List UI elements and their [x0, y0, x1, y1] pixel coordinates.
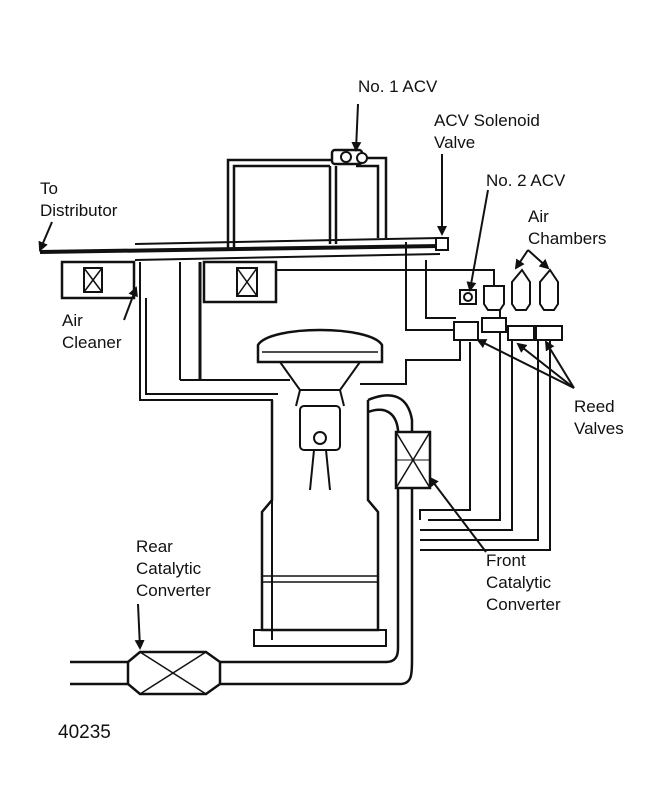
label-no1-acv: No. 1 ACV [358, 77, 438, 96]
distributor-vacuum-line [39, 237, 441, 261]
air-chamber-2 [507, 268, 535, 341]
rear-catalytic-converter [126, 650, 222, 696]
air-chamber-3 [535, 268, 563, 341]
air-chamber-1 [481, 285, 507, 333]
acv-solenoid-valve [435, 237, 449, 251]
intake-duct [139, 262, 480, 640]
no1-acv-hose-loop [226, 156, 388, 248]
label-air-cleaner: Air Cleaner [62, 311, 122, 352]
exhaust-manifold [367, 394, 414, 660]
label-acv-solenoid-valve: ACV Solenoid Valve [434, 111, 545, 152]
figure-number: 40235 [58, 722, 111, 743]
no2-acv-valve [453, 289, 479, 341]
label-air-chambers: Air Chambers [528, 207, 606, 248]
exhaust-pipe [70, 647, 414, 686]
front-catalytic-converter [394, 430, 432, 490]
label-rear-catalytic-converter: Rear Catalytic Converter [136, 537, 211, 600]
label-to-distributor: To Distributor [40, 179, 118, 220]
no1-acv-valve [330, 148, 368, 166]
label-front-catalytic-converter: Front Catalytic Converter [486, 551, 561, 614]
air-cleaner-left [60, 260, 136, 300]
air-cleaner-right [202, 260, 278, 304]
label-reed-valves: Reed Valves [574, 397, 624, 438]
pointer-arrows [38, 103, 575, 650]
air-injection-lines [405, 242, 551, 551]
engine-cylinder [253, 328, 387, 647]
label-no2-acv: No. 2 ACV [486, 171, 566, 190]
